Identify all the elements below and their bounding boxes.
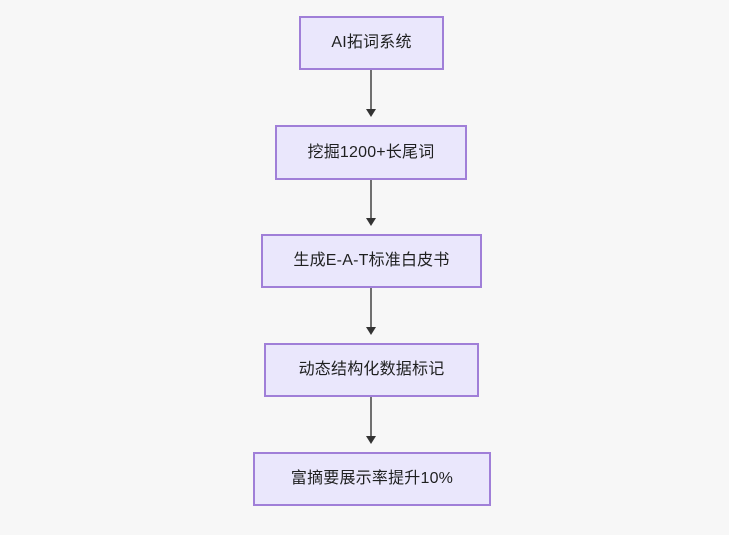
edge-line <box>370 180 372 218</box>
flow-node-label: AI拓词系统 <box>331 34 412 52</box>
flow-node-generate-eat-whitepaper[interactable]: 生成E-A-T标准白皮书 <box>261 234 482 288</box>
arrowhead-icon <box>366 436 376 444</box>
flow-node-rich-snippet-impression-lift[interactable]: 富摘要展示率提升10% <box>253 452 491 506</box>
flow-edge-4 <box>366 397 376 444</box>
flow-node-dynamic-structured-data-markup[interactable]: 动态结构化数据标记 <box>264 343 479 397</box>
flow-node-label: 生成E-A-T标准白皮书 <box>293 252 450 270</box>
arrowhead-icon <box>366 327 376 335</box>
flow-node-label: 动态结构化数据标记 <box>298 361 445 379</box>
flow-node-label: 挖掘1200+长尾词 <box>307 143 435 161</box>
flow-edge-3 <box>366 288 376 335</box>
edge-line <box>370 288 372 327</box>
flow-node-label: 富摘要展示率提升10% <box>290 470 454 488</box>
edge-line <box>370 70 372 109</box>
arrowhead-icon <box>366 218 376 226</box>
flow-edge-2 <box>366 180 376 226</box>
arrowhead-icon <box>366 109 376 117</box>
flow-node-ai-keyword-system[interactable]: AI拓词系统 <box>299 16 444 70</box>
flow-edge-1 <box>366 70 376 117</box>
flow-node-mine-longtail-keywords[interactable]: 挖掘1200+长尾词 <box>275 125 467 180</box>
edge-line <box>370 397 372 436</box>
